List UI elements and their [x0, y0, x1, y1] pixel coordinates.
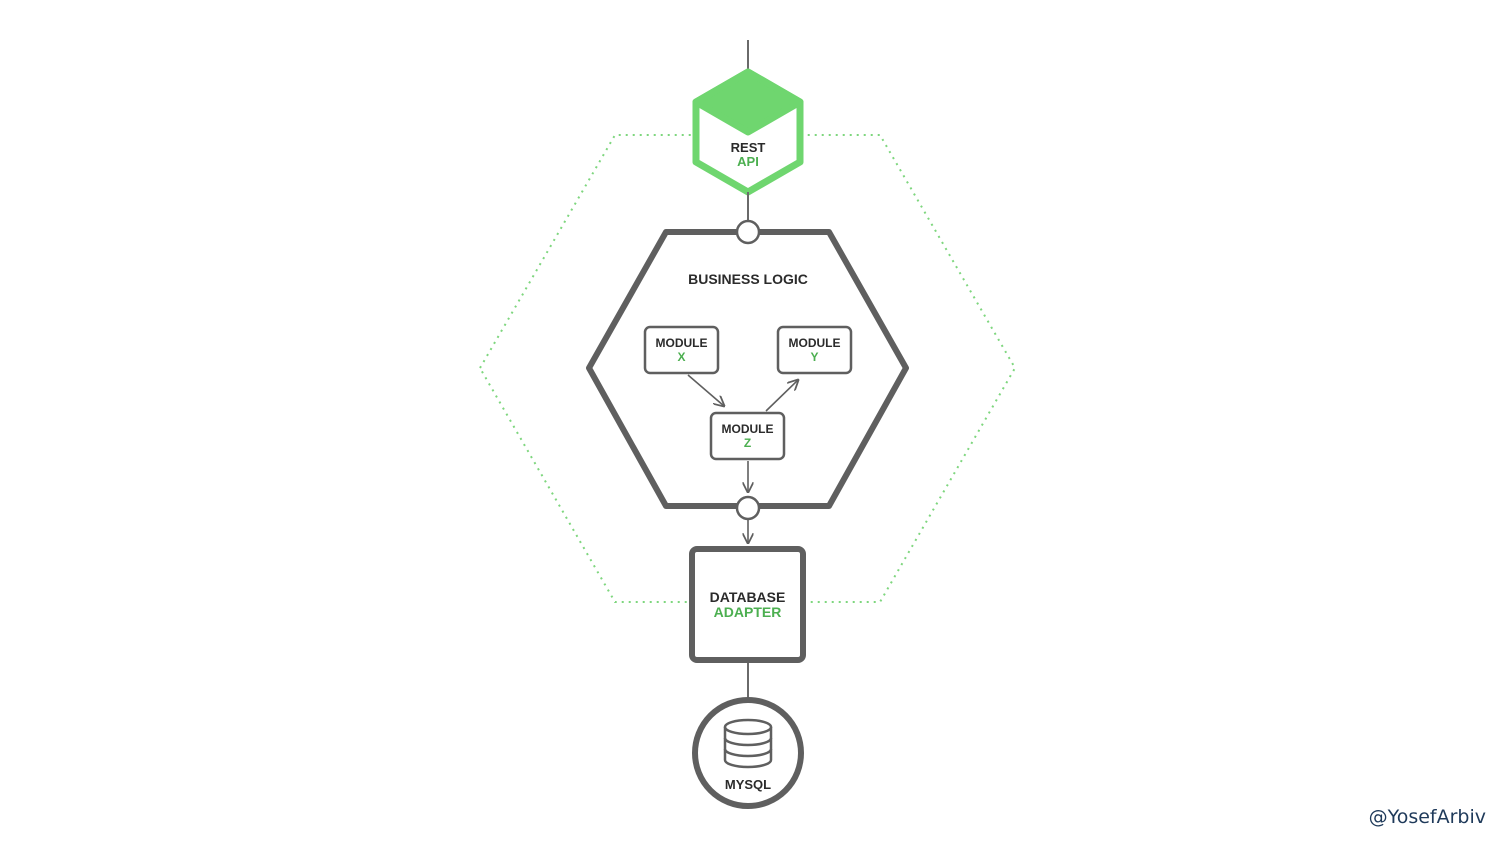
database-adapter-node: DATABASE ADAPTER [689, 546, 806, 663]
module-x-node: MODULE X [643, 325, 720, 375]
arrow-x-to-z [687, 374, 724, 406]
module-z-node: MODULE Z [709, 411, 786, 461]
database-adapter-label-line2: ADAPTER [714, 604, 782, 620]
rest-api-top-face [692, 68, 804, 136]
module-y-label-line2: Y [810, 350, 818, 364]
mysql-label: MYSQL [725, 777, 771, 792]
outer-hexagon-boundary [478, 134, 1017, 603]
module-y-box [776, 325, 853, 375]
rest-api-label-line1: REST [731, 140, 766, 155]
rest-api-node: REST API [692, 68, 804, 196]
database-icon [723, 718, 773, 769]
module-x-label-line1: MODULE [656, 336, 708, 350]
module-y-label-line1: MODULE [789, 336, 841, 350]
module-y-node: MODULE Y [776, 325, 853, 375]
api-port-circle [735, 219, 761, 245]
db-port-circle [735, 495, 761, 521]
business-logic-node: BUSINESS LOGIC [586, 229, 909, 509]
module-z-box [709, 411, 786, 461]
arrow-z-to-y [765, 380, 798, 412]
rest-api-label-line2: API [737, 154, 759, 169]
mysql-node: MYSQL [692, 697, 804, 809]
module-x-label-line2: X [677, 350, 685, 364]
module-x-box [643, 325, 720, 375]
database-adapter-label-line1: DATABASE [710, 589, 786, 605]
business-logic-title: BUSINESS LOGIC [688, 271, 808, 287]
database-adapter-box [689, 546, 806, 663]
business-logic-hexagon [586, 229, 909, 509]
author-credit: @YosefArbiv [1368, 806, 1486, 828]
module-z-label-line2: Z [744, 436, 751, 450]
module-z-label-line1: MODULE [722, 422, 774, 436]
